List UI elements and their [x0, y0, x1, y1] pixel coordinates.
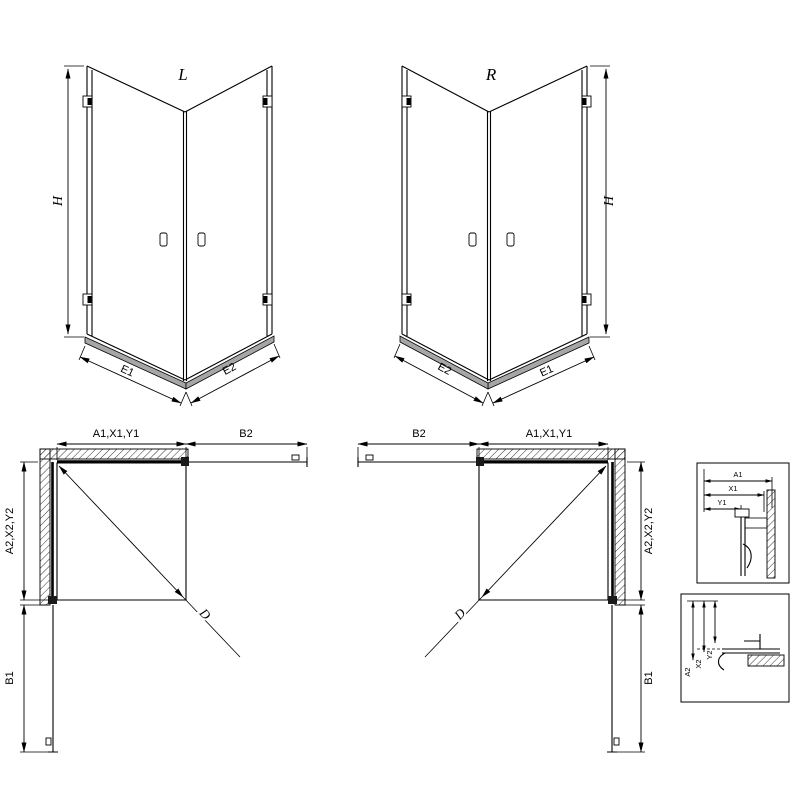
dim-label-b1: B1	[4, 671, 16, 684]
dim-label-d: D	[450, 605, 468, 623]
dimension-side: A2,X2,Y2 B1	[616, 461, 655, 753]
dim-label-e1: E1	[119, 363, 136, 380]
plan-view-right: D B2 A1,X1,Y1 A2,X2,Y2 B1	[357, 428, 655, 753]
dim-label-e2: E2	[221, 361, 239, 378]
dim-label-h: H	[602, 195, 617, 207]
dim-label-h: H	[51, 195, 66, 207]
glass-panels	[84, 65, 275, 390]
dimension-e-right: E1	[487, 345, 596, 407]
plan-view-left: D A1,X1,Y1 B2 A2,X2,Y2 B1	[4, 428, 308, 753]
walls	[39, 448, 189, 606]
dim-label-x1: X1	[728, 484, 737, 493]
hinge-icon	[48, 596, 57, 604]
open-door-top	[357, 454, 476, 467]
dim-label-e2: E2	[436, 361, 454, 378]
dimension-e-right: E2	[185, 343, 281, 407]
open-door-top	[189, 454, 308, 467]
dim-label-y2: Y2	[705, 650, 714, 659]
hinge-icon	[401, 95, 592, 306]
dimension-height: H	[590, 65, 617, 338]
dim-label-a1: A1	[733, 470, 742, 479]
dim-label-b2: B2	[412, 428, 425, 440]
dimension-diagonal: D	[424, 465, 607, 658]
dimension-side: A2,X2,Y2 B1	[4, 461, 49, 753]
view-label-right: R	[485, 65, 497, 84]
dim-label-y1: Y1	[717, 498, 726, 507]
dim-label-e1: E1	[538, 363, 555, 380]
dim-label-d: D	[196, 605, 214, 623]
profile-section	[734, 489, 776, 579]
dim-label-a2x2y2: A2,X2,Y2	[4, 508, 16, 554]
dimension-top: B2 A1,X1,Y1	[357, 428, 609, 460]
detail-panel-top: A1 X1 Y1	[696, 462, 790, 584]
open-door-side	[607, 605, 620, 753]
dimension-height: H	[51, 65, 84, 338]
glass-panels	[478, 460, 614, 601]
glass-panels	[51, 460, 187, 601]
dimension-e-left: E2	[393, 343, 489, 407]
glass-panels	[399, 65, 590, 390]
hinge-icon	[181, 457, 189, 466]
door-handle-icon	[159, 232, 206, 247]
detail-panel-bottom: A2 X2 Y2	[680, 593, 790, 703]
dim-label-a2x2y2: A2,X2,Y2	[643, 508, 655, 554]
open-door-side	[45, 605, 58, 753]
door-handle-icon	[468, 232, 515, 247]
dim-label-b2: B2	[239, 428, 252, 440]
dimension-diagonal: D	[58, 465, 241, 658]
dim-label-b1: B1	[643, 671, 655, 684]
iso-view-right: H E2 E1 R	[393, 65, 617, 407]
dim-label-a1x1y1: A1,X1,Y1	[526, 428, 572, 440]
hinge-icon	[476, 457, 484, 466]
hinge-icon	[82, 95, 273, 306]
iso-view-left: H E1 E2 L	[51, 65, 281, 407]
dimension-e-left: E1	[78, 345, 187, 407]
profile-section	[697, 634, 785, 671]
view-label-left: L	[177, 65, 187, 84]
hinge-icon	[608, 596, 617, 604]
dim-label-a1x1y1: A1,X1,Y1	[93, 428, 139, 440]
walls	[476, 448, 626, 606]
dim-label-a2: A2	[683, 667, 692, 676]
dimension-top: A1,X1,Y1 B2	[56, 428, 308, 460]
dim-label-x2: X2	[694, 659, 703, 668]
